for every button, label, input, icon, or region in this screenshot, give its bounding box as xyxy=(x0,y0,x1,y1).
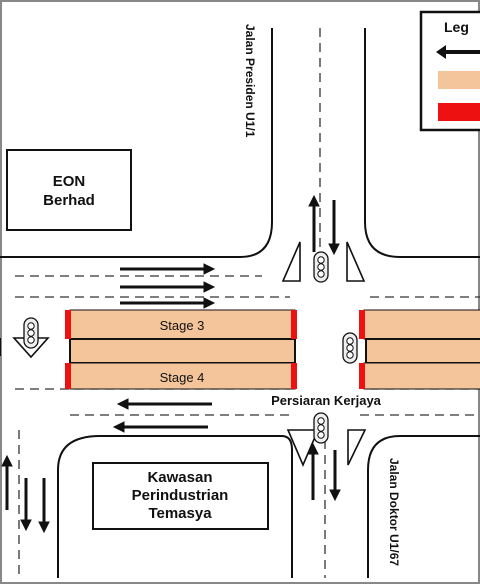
arrow-west-icon xyxy=(112,421,125,433)
arrow-south-icon xyxy=(38,521,50,534)
kawasan-line3: Temasya xyxy=(148,505,212,522)
arrow-east-icon xyxy=(203,263,216,275)
island-south-left xyxy=(286,429,320,468)
legend-stopline-swatch xyxy=(438,103,480,121)
stage-label-lower: Stage 4 xyxy=(160,370,205,385)
traffic-light-west xyxy=(23,317,39,349)
arrow-north-icon xyxy=(307,442,319,455)
arrow-south-icon xyxy=(328,243,340,256)
traffic-light-south xyxy=(313,412,329,444)
kerb-northwest xyxy=(0,28,273,258)
road-label-main: Persiaran Kerjaya xyxy=(271,393,382,408)
kawasan-line2: Perindustrian xyxy=(132,487,229,504)
stopline-east-2 xyxy=(359,363,365,389)
road-label-north: Jalan Presiden U1/1 xyxy=(243,24,257,138)
kerb-southeast xyxy=(367,435,480,578)
traffic-light-east xyxy=(342,332,358,364)
island-south-right xyxy=(347,429,367,466)
stopline-west-4 xyxy=(291,363,297,389)
eon-line1: EON xyxy=(53,173,86,190)
arrow-east-icon xyxy=(203,281,216,293)
stopline-west-2 xyxy=(291,310,297,339)
kawasan-line1: Kawasan xyxy=(147,469,212,486)
legend-arrow-icon xyxy=(436,45,446,59)
stopline-west-3 xyxy=(65,363,71,389)
building-eon: EON Berhad xyxy=(6,149,132,231)
kerb-northeast xyxy=(364,28,480,258)
arrow-west-icon xyxy=(116,398,129,410)
lane-markings xyxy=(15,28,480,578)
road-label-south: Jalan Doktor U1/67 xyxy=(387,458,401,566)
arrow-south-icon xyxy=(20,519,32,532)
traffic-light-north xyxy=(313,251,329,283)
island-north-left xyxy=(281,241,301,282)
crossing-east xyxy=(359,309,480,390)
eon-line2: Berhad xyxy=(43,192,95,209)
legend-crossing-swatch xyxy=(438,71,480,89)
building-kawasan: Kawasan Perindustrian Temasya xyxy=(92,462,269,530)
island-north-right xyxy=(346,241,366,282)
flow-arrows xyxy=(1,194,341,534)
arrow-east-icon xyxy=(203,297,216,309)
arrow-north-icon xyxy=(308,194,320,207)
stage-label-upper: Stage 3 xyxy=(160,318,205,333)
kerb-southwest xyxy=(57,435,293,578)
stopline-west-1 xyxy=(65,310,71,339)
arrow-south-icon xyxy=(329,489,341,502)
stopline-east-1 xyxy=(359,310,365,339)
arrow-north-icon xyxy=(1,454,13,467)
legend-title: Leg xyxy=(444,19,469,35)
crossing-west: Stage 3 Stage 4 xyxy=(65,309,297,390)
legend: Leg xyxy=(419,10,480,132)
